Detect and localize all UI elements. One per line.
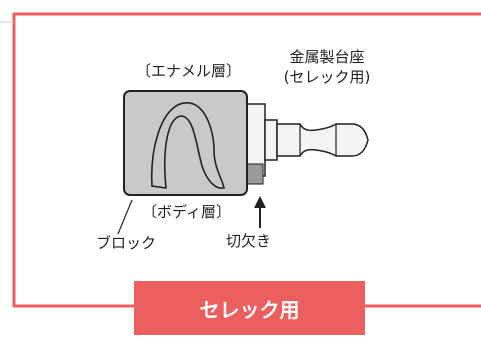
metal-base (242, 103, 369, 185)
enamel-label: 〔エナメル層〕 (136, 62, 242, 80)
block-body (123, 90, 248, 196)
metal-base-label-line2: (セレック用) (283, 68, 371, 86)
metal-pin (276, 123, 369, 157)
cerec-tag: セレック用 (134, 281, 365, 335)
notch-label: 切欠き (226, 232, 272, 250)
block-label: ブロック (96, 234, 157, 252)
body-layer-label: 〔ボディ層〕 (142, 203, 231, 221)
metal-base-label-line1: 金属製台座 (289, 48, 365, 66)
frame-border (12, 12, 481, 308)
notch-arrow-head (254, 196, 266, 208)
enamel-curve (150, 102, 225, 189)
metal-collar (264, 119, 278, 161)
block-leader-line (117, 199, 133, 235)
